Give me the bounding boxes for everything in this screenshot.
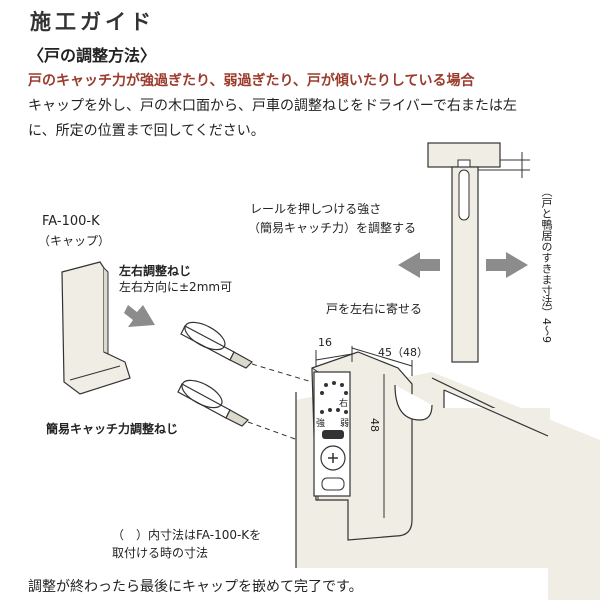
- cap-part: [61, 261, 131, 395]
- paren-note-line1: （ ）内寸法はFA-100-Kを: [112, 528, 262, 542]
- paren-note-line2: 取付ける時の寸法: [112, 546, 209, 560]
- gap-dimension: [478, 152, 530, 178]
- page-title: 施工ガイド: [30, 10, 155, 34]
- warning-text: 戸のキャッチ力が強過ぎたり、弱過ぎたり、戸が傾いたりしている場合: [28, 73, 475, 89]
- bracket-mark-weak: 弱: [340, 419, 350, 429]
- dim-16: 16: [318, 336, 332, 349]
- lr-screw-title: 左右調整ねじ: [119, 264, 192, 278]
- cap-name-label: （キャップ）: [38, 234, 111, 248]
- arrow-left: [398, 252, 440, 278]
- section-heading: 〈戸の調整方法〉: [28, 46, 157, 65]
- gap-dimension-label: （戸と鴨居のすきま寸法）4〜9: [540, 186, 553, 343]
- door-edge-top: [451, 166, 479, 363]
- bracket-mark-strong: 強: [316, 419, 326, 429]
- instruction-line-1: キャップを外し、戸の木口面から、戸車の調整ねじをドライバーで右または左: [28, 98, 517, 114]
- guide-line-upper: [251, 363, 323, 386]
- roller-bracket: [311, 351, 433, 541]
- arrow-insert: [124, 305, 155, 327]
- instruction-line-2: に、所定の位置まで回してください。: [28, 123, 265, 139]
- footer-text: 調整が終わったら最後にキャップを嵌めて完了です。: [28, 579, 363, 595]
- arrow-right: [486, 252, 528, 278]
- dim-48: 48: [368, 418, 381, 432]
- lr-screw-range: 左右方向に±2mm可: [119, 280, 233, 294]
- catch-screw-label: 簡易キャッチ力調整ねじ: [46, 422, 179, 436]
- dimension-lines: [315, 346, 413, 518]
- shift-door-label: 戸を左右に寄せる: [326, 302, 423, 316]
- dim-45: 45（48）: [378, 346, 428, 359]
- bracket-mark-right: 右: [339, 399, 349, 409]
- screwdriver-upper: [180, 321, 253, 369]
- rail-label-line1: レールを押しつける強さ: [250, 202, 382, 216]
- rail-label-line2: （簡易キャッチ力）を調整する: [248, 221, 417, 235]
- ceiling-rail: [427, 142, 501, 171]
- cap-model-label: FA-100-K: [42, 214, 100, 229]
- screwdriver-lower: [177, 379, 249, 427]
